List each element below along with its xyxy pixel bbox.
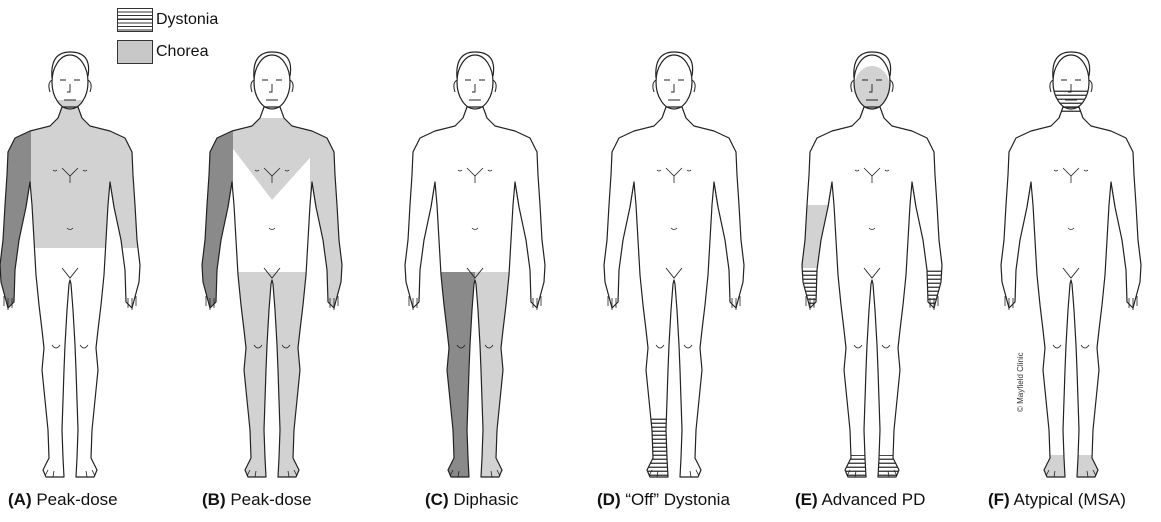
dystonia-hand-left-e <box>800 268 830 313</box>
legend: Dystonia Chorea <box>117 6 218 70</box>
dystonia-leg-d <box>644 416 674 480</box>
legend-label-dystonia: Dystonia <box>156 11 218 29</box>
caption-label-a: Peak-dose <box>36 490 117 509</box>
caption-letter-a: (A) <box>8 490 32 509</box>
fingers-c <box>409 296 541 310</box>
caption-e: (E) Advanced PD <box>795 490 925 510</box>
caption-letter-d: (D) <box>597 490 621 509</box>
caption-c: (C) Diphasic <box>425 490 519 510</box>
caption-label-e: Advanced PD <box>821 490 925 509</box>
body-c <box>405 107 545 477</box>
fingers-a <box>4 296 136 310</box>
chorea-dark-arm-b <box>197 118 233 318</box>
dystonia-swatch <box>117 8 153 32</box>
figure-e <box>800 52 944 480</box>
fingers-f <box>1005 296 1137 310</box>
caption-label-b: Peak-dose <box>230 490 311 509</box>
caption-label-c: Diphasic <box>453 490 518 509</box>
legend-item-chorea: Chorea <box>117 38 218 66</box>
caption-label-d: “Off” Dystonia <box>625 490 730 509</box>
chorea-swatch <box>117 40 153 64</box>
fingers-d <box>608 296 740 310</box>
caption-b: (B) Peak-dose <box>202 490 312 510</box>
caption-f: (F) Atypical (MSA) <box>988 490 1126 510</box>
shading-c <box>439 272 511 482</box>
figure-c <box>405 52 545 482</box>
caption-d: (D) “Off” Dystonia <box>597 490 730 510</box>
chorea-legs-b <box>236 272 308 482</box>
figure-a <box>0 52 145 477</box>
caption-letter-c: (C) <box>425 490 449 509</box>
caption-letter-b: (B) <box>202 490 226 509</box>
fingers-b <box>206 296 338 310</box>
caption-letter-e: (E) <box>795 490 818 509</box>
legend-label-chorea: Chorea <box>156 43 208 61</box>
shading-b <box>197 118 347 482</box>
figure-d <box>604 52 744 480</box>
figure-f <box>1001 52 1141 480</box>
caption-a: (A) Peak-dose <box>8 490 118 510</box>
figure-b <box>197 52 347 482</box>
body-f <box>1001 107 1141 477</box>
fingers-e <box>806 296 938 310</box>
caption-letter-f: (F) <box>988 490 1010 509</box>
body-d <box>604 107 744 477</box>
legend-item-dystonia: Dystonia <box>117 6 218 34</box>
copyright-text: © Mayfield Clinic <box>1016 352 1025 412</box>
chorea-forearm-e <box>800 205 830 268</box>
body-e <box>802 107 942 477</box>
shading-d <box>644 416 674 480</box>
caption-label-f: Atypical (MSA) <box>1014 490 1126 509</box>
